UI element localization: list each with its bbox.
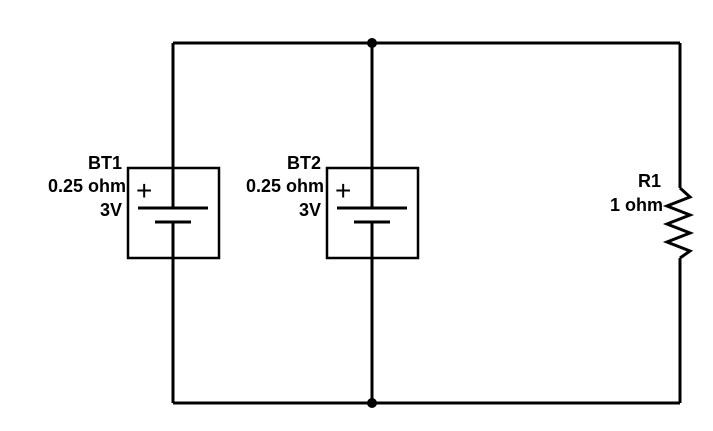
junction-top [367, 38, 377, 48]
battery-bt2: + BT2 0.25 ohm 3V [246, 153, 420, 260]
resistor-r1-name: R1 [638, 171, 661, 191]
battery-bt2-plus-sign: + [335, 175, 351, 206]
battery-bt1-voltage: 3V [100, 200, 122, 220]
battery-bt2-resistance: 0.25 ohm [246, 176, 324, 196]
resistor-r1-zigzag [662, 186, 695, 260]
battery-bt2-voltage: 3V [299, 200, 321, 220]
battery-bt1: + BT1 0.25 ohm 3V [48, 153, 221, 260]
resistor-r1-resistance: 1 ohm [610, 195, 663, 215]
battery-bt1-name: BT1 [88, 153, 122, 173]
junction-bottom [367, 398, 377, 408]
resistor-r1: R1 1 ohm [610, 171, 695, 260]
battery-bt1-resistance: 0.25 ohm [48, 176, 126, 196]
battery-bt1-plus-sign: + [136, 175, 152, 206]
wires [171, 41, 682, 405]
battery-bt2-name: BT2 [287, 153, 321, 173]
